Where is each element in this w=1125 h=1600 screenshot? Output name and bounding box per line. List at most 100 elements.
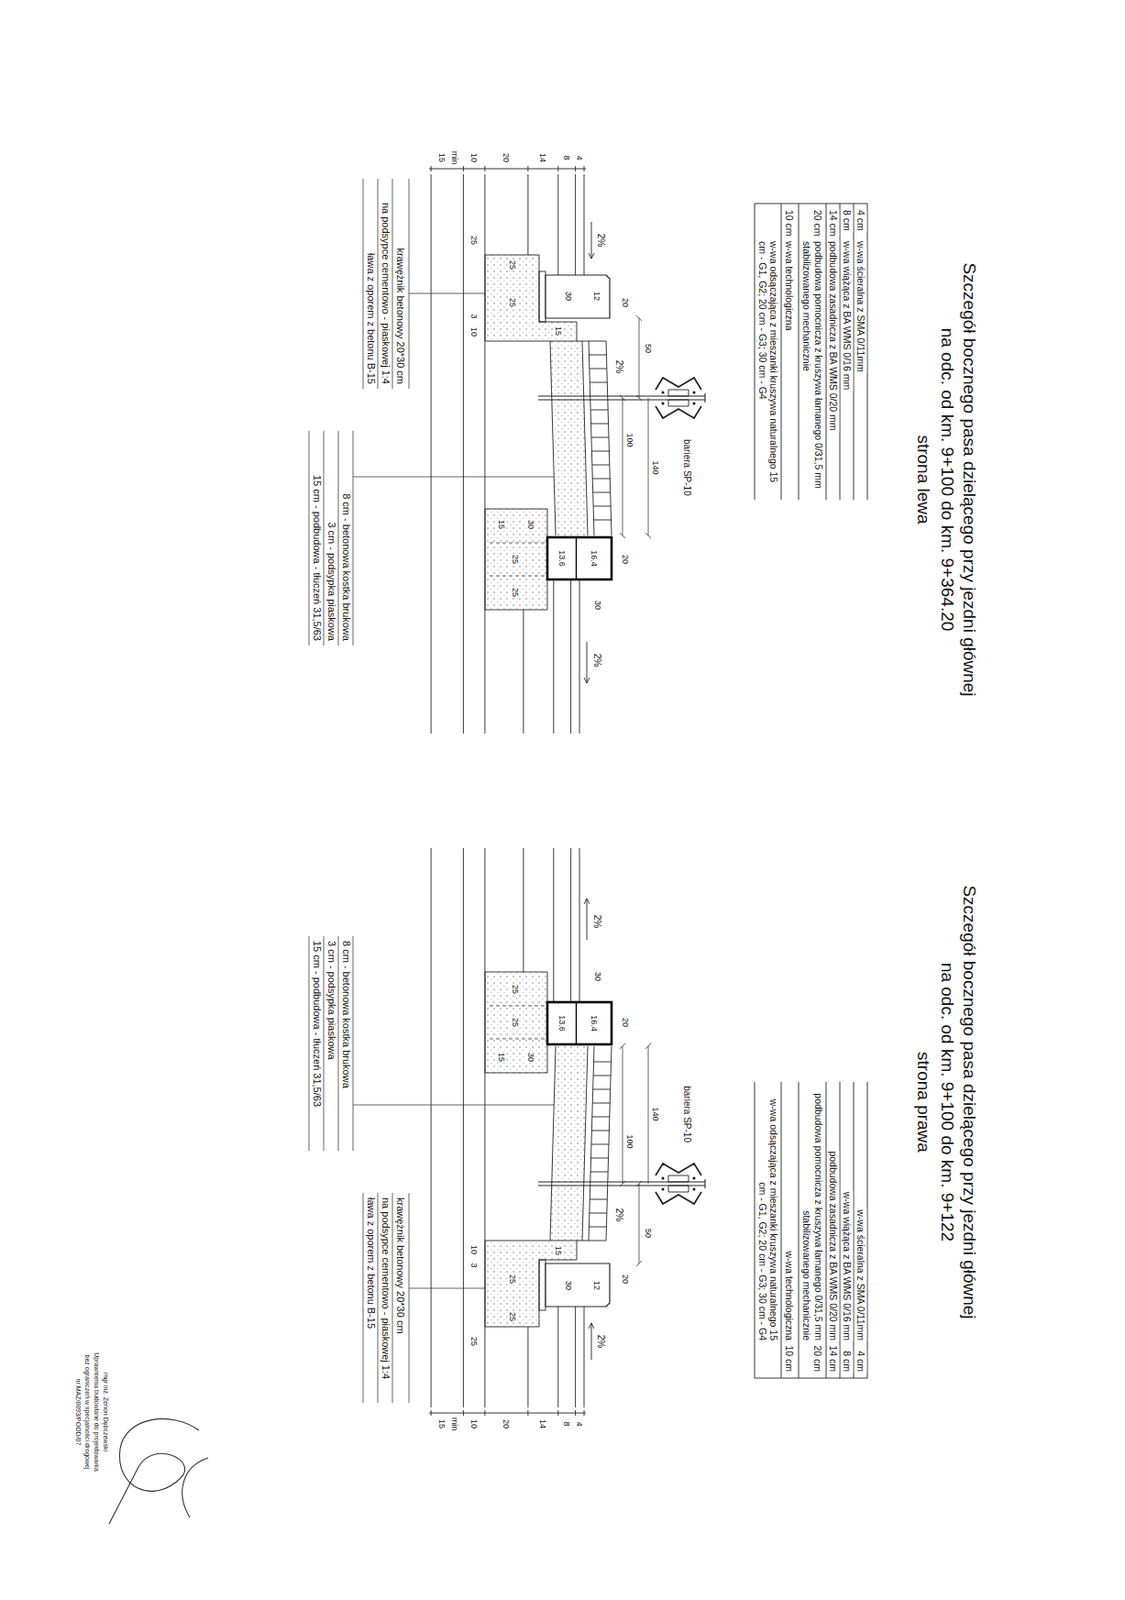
layer-dimension-line [429,165,586,172]
bold-curb-division [575,537,577,580]
dimension: 20 [620,1016,631,1028]
slope-label: 2% [595,1334,607,1349]
layer-thickness: 20 cm [812,1344,825,1373]
dimension: 20 [620,297,631,309]
title-line: na odc. od km. 9+100 do km. 9+122 [937,961,959,1243]
dimension: 140 [650,459,662,475]
dimension: 30 [593,599,604,611]
dimension: 15 [553,1245,564,1257]
dimension: min [450,1416,461,1433]
note-leader [363,178,486,389]
dimension: 4 [574,1421,585,1428]
dimension: 10 [469,326,480,338]
dimension: 50 [643,1227,654,1239]
barrier-label: bariera SP-10 [681,1084,693,1144]
dimension: 100 [625,431,636,448]
dimension: 14 [538,152,549,164]
barrier-label: bariera SP-10 [681,438,693,497]
dimension: 30 [563,1279,574,1291]
layer-description: w-wa technologiczna [783,240,796,331]
dimension: 50 [643,342,654,354]
dimension: 10 [469,1418,480,1430]
barrier-bolt [693,391,696,395]
median-detail [308,165,868,734]
material-note: krawężnik betonowy 20*30 cm [393,1196,406,1335]
layer-description: podbudowa pomocnicza z kruszywa łamanego… [800,240,824,495]
dimension: 16.4 [589,1014,600,1033]
dimension: 15 [496,1051,508,1063]
slope-label: 2% [595,232,607,248]
dimension: 25 [507,297,519,309]
dimension: 4 [574,154,585,162]
stamp-text: Uprawnienia budowlane do projektowania [92,1351,100,1473]
dimension: 12 [592,1279,603,1291]
dimension: 140 [650,1105,662,1122]
material-note: 3 cm - podsypka piaskowa [324,520,337,642]
dimension: 20 [620,1273,631,1285]
layer-description: podbudowa pomocnicza z kruszywa łamanego… [800,1087,824,1342]
channel-foundation [485,508,548,610]
title-line: strona lewa [913,433,935,525]
dimension: 20 [501,1418,512,1430]
barrier-w-beam [655,377,702,419]
dimension: 20 [501,152,512,164]
dimension: 10 [469,1244,480,1256]
slope-arrow [588,221,595,259]
curb-bedding [539,271,546,322]
layer-thickness: 14 cm [827,209,840,238]
dimension: 30 [526,518,537,530]
signature [109,1418,209,1524]
material-note: na podsypce cementowo - piaskowej 1:4 [378,1196,391,1380]
layer-description: w-wa ścieralna z SMA 0/11mm [855,240,868,374]
barrier-bolt [661,391,665,395]
dimension: 15 [496,518,508,530]
material-note: na podsypce cementowo - piaskowej 1:4 [378,201,391,386]
bold-curb-element [547,537,612,580]
dimension: 15 [437,152,448,164]
curb-bench [485,254,577,342]
title-line: na odc. od km. 9+100 do km. 9+364.20 [937,327,959,633]
layer-description: w-wa odsączająca z mieszanki kruszywa na… [756,240,780,495]
dimension: 25 [507,1311,519,1323]
layer-thickness: 4 cm [855,1349,868,1373]
barrier-spacer [668,389,689,407]
material-note: 8 cm - betonowa kostka brukowa [339,492,352,642]
layer-thickness: 8 cm [841,1349,854,1373]
slope-label: 2% [613,1207,625,1223]
dimension: 30 [593,970,604,982]
layer-thickness: 8 cm [841,209,854,232]
crushed-stone-base [550,341,588,536]
layer-description: w-wa ścieralna z SMA 0/11mm [855,1208,868,1342]
paving-block-joints [588,354,611,520]
dimension: 13.6 [557,549,568,568]
dimension: min [450,150,461,166]
dimension: 20 [620,553,631,565]
dimension: 8 [562,1420,573,1427]
barrier-post [538,393,706,403]
pavement-layers [523,579,580,734]
stamp-text: mgr inż. Zenon Dębczewski [101,1371,110,1453]
layer-table-rules [754,203,868,500]
layer-description: w-wa odsączająca z mieszanki kruszywa na… [756,1087,780,1342]
note-leader [308,430,554,646]
layer-thickness: 14 cm [827,1344,840,1373]
title-line: strona prawa [913,1050,935,1154]
dimension: 13.6 [557,1014,568,1033]
stamp-text: bez ograniczeń w specjalności drogowej [83,1354,91,1471]
dimension: 25 [510,553,521,565]
dimension: 30 [526,1051,537,1063]
material-note: 15 cm - podbudowa - tłuczeń 31,5/63 [309,939,322,1108]
title-line: Szczegół bocznego pasa dzielącego przy j… [959,261,981,697]
title-line: Szczegół bocznego pasa dzielącego przy j… [959,883,981,1320]
dimension: 25 [469,1335,480,1347]
material-note: krawężnik betonowy 20*30 cm [393,246,406,386]
barrier-bolt [661,402,665,406]
slope-label: 2% [613,359,625,375]
layer-thickness: 10 cm [783,209,796,238]
layer-description: w-wa technologiczna [783,1250,796,1342]
dimension: 3 [469,1261,480,1269]
dimension: 16.4 [589,549,600,568]
hidden-edge [487,542,545,576]
material-note: ława z oporem z betonu B-15 [363,1196,376,1330]
